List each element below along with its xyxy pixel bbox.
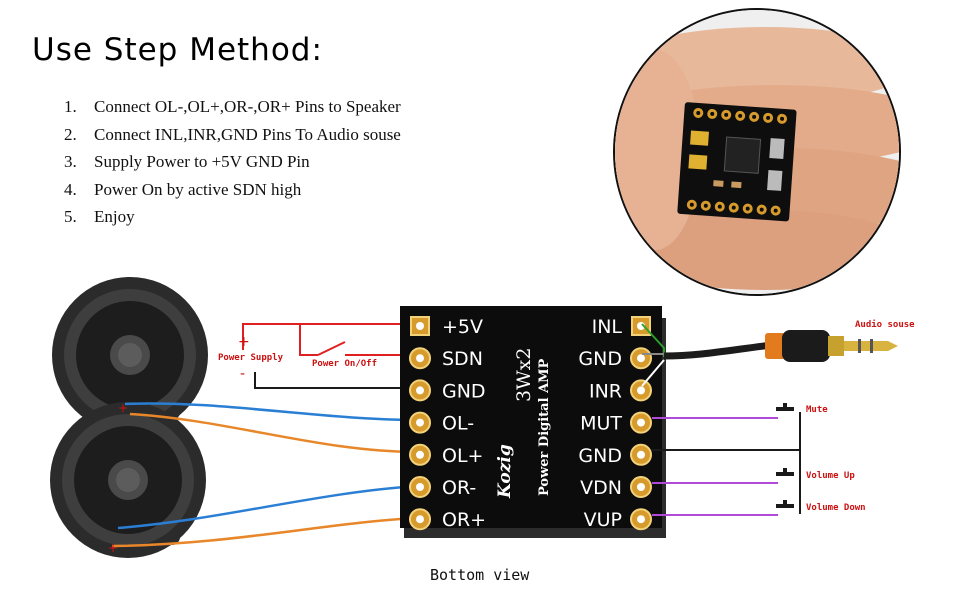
amplifier-board: Kozig 3Wx2 Power Digital AMP [400,306,666,538]
board-subtitle: Power Digital AMP [537,358,552,496]
volume-up-label: Volume Up [806,471,855,481]
right-pin-hole [637,483,645,491]
left-pin-label: OL- [442,413,474,435]
left-pin-label: OR- [442,477,476,499]
step-item: 3.Supply Power to +5V GND Pin [64,152,310,171]
power-plus-label: + [238,334,250,350]
power-minus-label: - [240,366,245,382]
left-pin-hole [416,322,424,330]
left-pin-hole [416,483,424,491]
right-pin-label: MUT [580,413,622,435]
left-pin-label: OL+ [442,445,483,467]
power-supply-wiring: + - Power Supply Power On/Off [218,323,418,389]
board-model: 3Wx2 [513,348,535,402]
left-pin-hole [416,515,424,524]
step-item: 1.Connect OL-,OL+,OR-,OR+ Pins to Speake… [64,97,401,116]
power-switch-icon [317,341,346,356]
power-switch-label: Power On/Off [312,359,377,369]
audio-jack: Audio souse [641,319,915,387]
mute-button-icon [776,403,794,411]
audio-source-label: Audio souse [855,319,915,330]
right-pin-label: VUP [584,509,622,531]
mute-label: Mute [806,405,828,415]
left-pin-label: SDN [442,348,483,370]
left-pin-label: OR+ [442,509,486,531]
speaker-right-channel [50,402,206,558]
board-brand: Kozig [495,444,515,499]
right-pin-column: INL GND INR MUT GND VDN VUP [578,316,652,531]
step-item: 5.Enjoy [64,207,135,226]
volume-down-button-icon [776,500,794,508]
step-list: 1.Connect OL-,OL+,OR-,OR+ Pins to Speake… [64,93,401,231]
speaker-polarity-mark: + [118,401,128,415]
right-pin-hole [637,386,645,395]
step-item: 2.Connect INL,INR,GND Pins To Audio sous… [64,124,401,144]
right-pin-label: GND [578,445,622,467]
left-pin-hole [416,450,424,459]
left-pin-label: +5V [442,316,483,338]
left-pin-column: +5V SDN GND OL- OL+ OR- OR+ [409,316,486,531]
power-supply-label: Power Supply [218,353,284,363]
right-pin-hole [637,515,645,524]
right-pin-label: INL [592,316,623,338]
right-pin-label: VDN [580,477,622,499]
volume-down-label: Volume Down [806,503,866,513]
page-heading: Use Step Method: [32,32,323,68]
left-pin-hole [416,418,424,427]
hand-holding-module-illustration [615,10,899,294]
left-pin-hole [416,386,424,395]
left-pin-hole [416,354,424,363]
right-pin-hole [637,418,645,427]
speaker-wiring: + + [108,401,419,555]
step-item: 4.Power On by active SDN high [64,179,302,199]
right-pin-hole [637,354,645,363]
right-pin-hole [637,450,645,459]
button-wiring: Mute Volume Up Volume Down [652,403,866,516]
volume-up-button-icon [776,468,794,476]
right-pin-label: GND [578,348,622,370]
module-photo [613,8,901,296]
right-pin-label: INR [589,380,622,402]
speaker-polarity-mark: + [108,541,118,555]
left-pin-label: GND [442,380,486,402]
bottom-view-caption: Bottom view [430,566,530,584]
